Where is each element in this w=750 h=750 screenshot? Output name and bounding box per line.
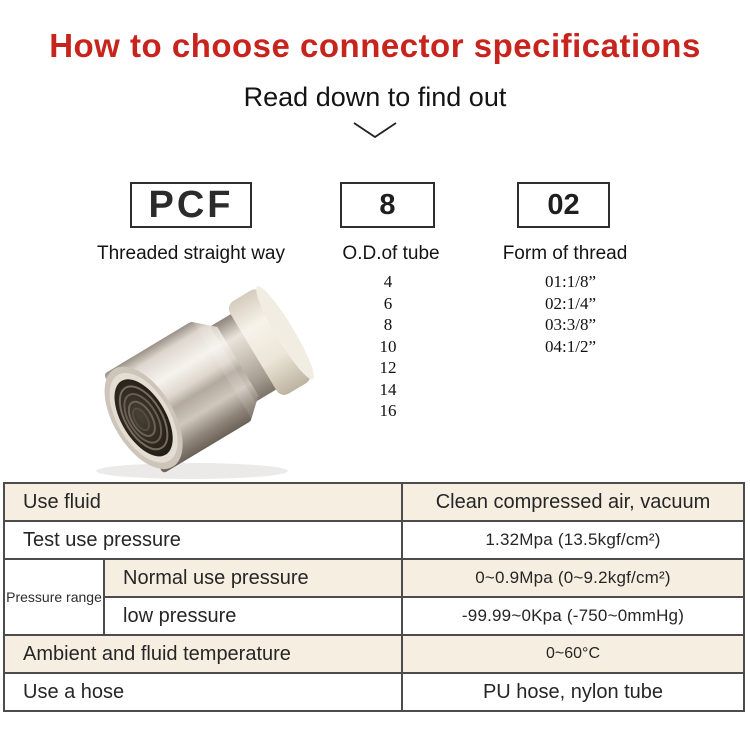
thread-option: 03:3/8” [545,315,596,334]
code-box-thread: 02 [517,182,610,228]
tube-od-option: 6 [383,293,393,313]
spec-value: Clean compressed air, vacuum [401,482,745,522]
thread-code: 02 [547,188,580,221]
tube-od-option: 12 [379,358,397,377]
page-title: How to choose connector specifications [49,27,701,64]
thread-label: Form of thread [502,243,628,264]
series-label: Threaded straight way [97,243,285,264]
tube-od-options: 4 6 8 10 12 14 16 [380,271,397,422]
spec-value: -99.99~0Kpa (-750~0mmHg) [401,596,745,636]
code-box-series: PCF [130,182,252,228]
page-subtitle: Read down to find out [243,82,507,112]
thread-options: 01:1/8” 02:1/4” 03:3/8” 04:1/2” [545,271,596,357]
table-row: low pressure -99.99~0Kpa (-750~0mmHg) [4,596,745,636]
table-row: Use a hose PU hose, nylon tube [3,672,745,712]
spec-label: Normal use pressure [103,558,403,598]
table-row: Use fluid Clean compressed air, vacuum [3,482,745,522]
table-row: Test use pressure 1.32Mpa (13.5kgf/cm²) [3,520,745,560]
thread-option: 02:1/4” [545,293,596,313]
spec-label: low pressure [103,596,403,636]
spec-label: Test use pressure [3,520,403,560]
tube-od-option: 10 [379,336,397,356]
thread-option: 01:1/8” [545,272,596,291]
spec-value: 1.32Mpa (13.5kgf/cm²) [401,520,745,560]
tube-od-label: O.D.of tube [342,243,440,264]
chevron-down-icon [353,122,397,139]
spec-table: Use fluid Clean compressed air, vacuum T… [3,482,745,712]
pressure-range-group-label: Pressure range [3,558,105,636]
tube-od-code: 8 [379,188,396,221]
tube-od-option: 4 [383,272,393,291]
tube-od-option: 14 [379,379,397,399]
series-code: PCF [148,183,234,226]
spec-value: 0~0.9Mpa (0~9.2kgf/cm²) [401,558,745,598]
table-row: Pressure range Normal use pressure 0~0.9… [3,558,745,636]
spec-value: PU hose, nylon tube [401,672,745,712]
thread-option: 04:1/2” [545,336,596,356]
tube-od-option: 16 [379,401,397,420]
connector-product-photo [96,286,314,479]
spec-label: Use a hose [3,672,403,712]
spec-value: 0~60°C [401,634,745,674]
spec-label: Ambient and fluid temperature [3,634,403,674]
tube-od-option: 8 [383,315,393,334]
spec-label: Use fluid [3,482,403,522]
code-box-tube-od: 8 [340,182,435,228]
table-row: Ambient and fluid temperature 0~60°C [3,634,745,674]
